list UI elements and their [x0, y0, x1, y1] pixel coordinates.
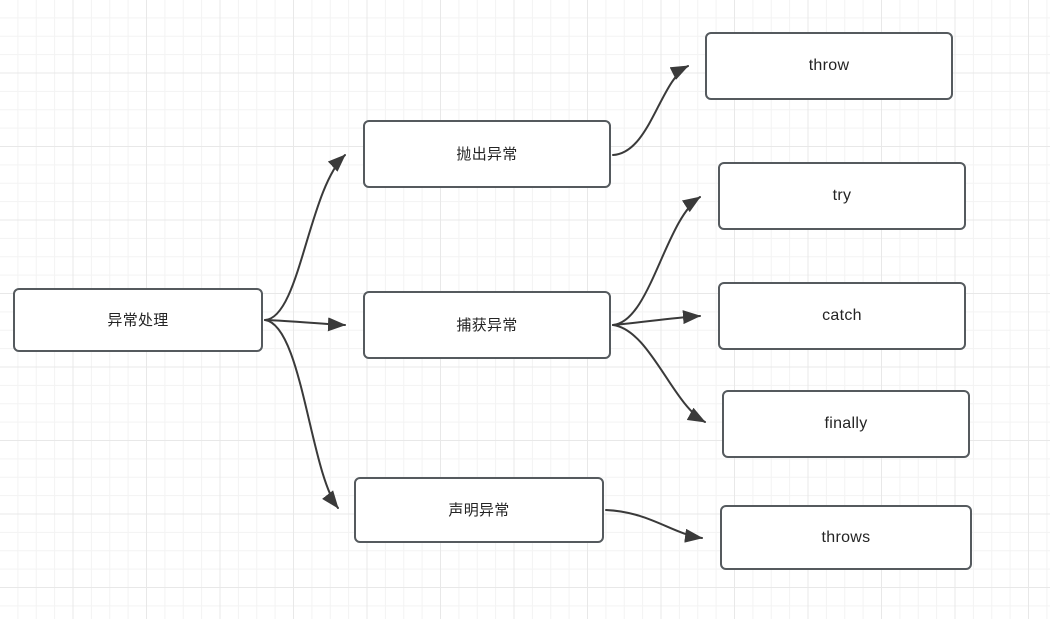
node-throwex[interactable]: 抛出异常 — [363, 120, 611, 188]
edge-catchex-to-catch — [612, 310, 701, 326]
node-declare[interactable]: 声明异常 — [354, 477, 604, 543]
node-label-catch: catch — [822, 307, 862, 325]
node-label-finally: finally — [824, 415, 868, 433]
node-throws[interactable]: throws — [720, 505, 972, 570]
node-label-throw: throw — [808, 57, 850, 75]
node-try[interactable]: try — [718, 162, 966, 230]
edge-catchex-to-try — [612, 196, 701, 326]
edge-root-to-declare — [264, 319, 339, 509]
node-label-throwex: 抛出异常 — [456, 145, 518, 163]
node-root[interactable]: 异常处理 — [13, 288, 263, 352]
node-catchex[interactable]: 捕获异常 — [363, 291, 611, 359]
node-finally[interactable]: finally — [722, 390, 970, 458]
node-catch[interactable]: catch — [718, 282, 966, 350]
edge-root-to-throwex — [264, 154, 346, 321]
node-label-throws: throws — [821, 528, 871, 546]
edge-throwex-to-throw — [612, 65, 689, 156]
node-label-catchex: 捕获异常 — [456, 316, 518, 334]
node-label-try: try — [832, 187, 852, 205]
edge-root-to-catchex — [264, 317, 346, 332]
edge-catchex-to-finally — [612, 324, 706, 423]
node-throw[interactable]: throw — [705, 32, 953, 100]
node-label-declare: 声明异常 — [448, 501, 510, 519]
edge-declare-to-throws — [605, 509, 703, 543]
node-label-root: 异常处理 — [107, 311, 169, 329]
